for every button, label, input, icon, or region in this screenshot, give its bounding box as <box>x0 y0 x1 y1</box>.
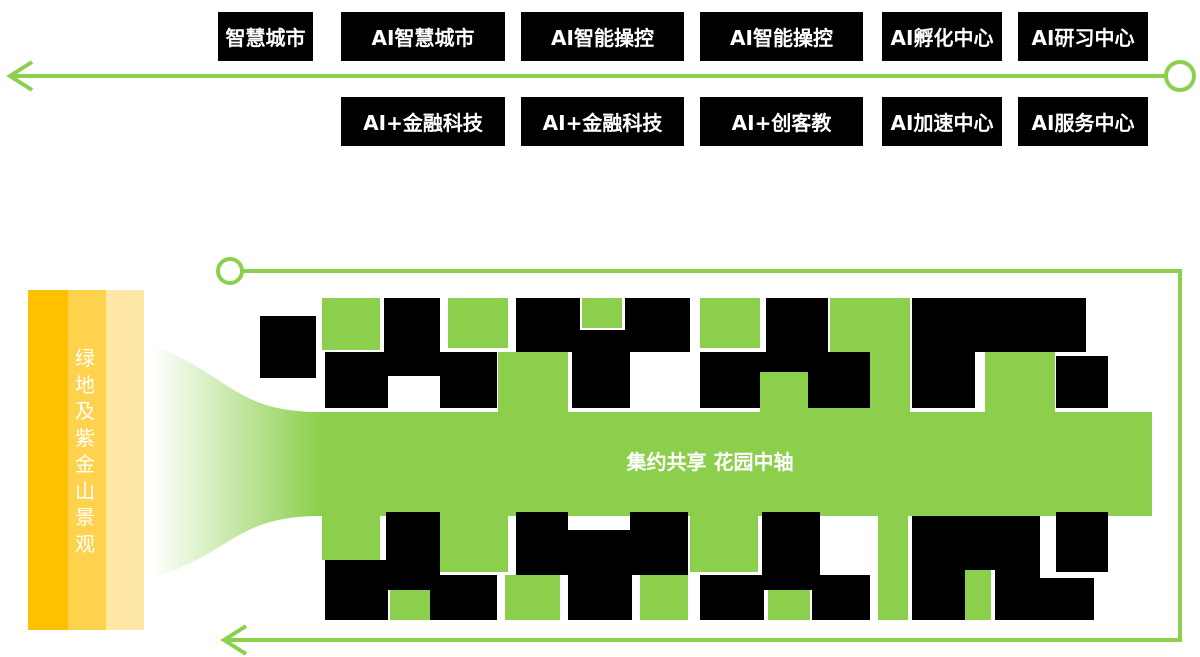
loop-flow-arrow <box>216 257 1182 656</box>
building-block <box>912 516 1094 620</box>
tag-ai-study-center: AI研习中心 <box>1018 12 1148 61</box>
building-block <box>260 316 316 378</box>
landscape-label: 绿地及紫金山景观 <box>75 346 95 556</box>
tag-ai-smart-city: AI智慧城市 <box>341 12 505 61</box>
landscape-band <box>28 290 144 630</box>
tag-ai-fintech-1: AI+金融科技 <box>341 97 505 146</box>
tag-ai-smart-control-1: AI智能操控 <box>521 12 684 61</box>
building-blocks <box>260 298 1108 620</box>
building-block <box>516 512 688 620</box>
building-block <box>325 352 497 408</box>
building-block <box>700 512 870 620</box>
top-flow-arrow <box>6 60 1196 92</box>
building-block <box>1056 356 1108 408</box>
loop-start-node <box>216 257 244 285</box>
building-block <box>912 298 1086 408</box>
garden-funnel <box>152 345 320 578</box>
tag-ai-accelerator-center: AI加速中心 <box>882 97 1002 146</box>
building-block <box>1056 512 1108 572</box>
axis-label: 集约共享 花园中轴 <box>626 450 794 474</box>
building-block <box>700 298 870 408</box>
tag-smart-city: 智慧城市 <box>218 12 313 61</box>
tag-ai-smart-control-2: AI智能操控 <box>700 12 863 61</box>
building-block <box>516 298 690 408</box>
building-block <box>325 298 440 352</box>
tag-ai-incubation-center: AI孵化中心 <box>882 12 1002 61</box>
tag-ai-fintech-2: AI+金融科技 <box>521 97 684 146</box>
top-flow-start-node <box>1164 60 1196 92</box>
building-block <box>325 512 497 620</box>
tag-ai-maker-edu: AI+创客教 <box>700 97 863 146</box>
tag-ai-service-center: AI服务中心 <box>1018 97 1148 146</box>
